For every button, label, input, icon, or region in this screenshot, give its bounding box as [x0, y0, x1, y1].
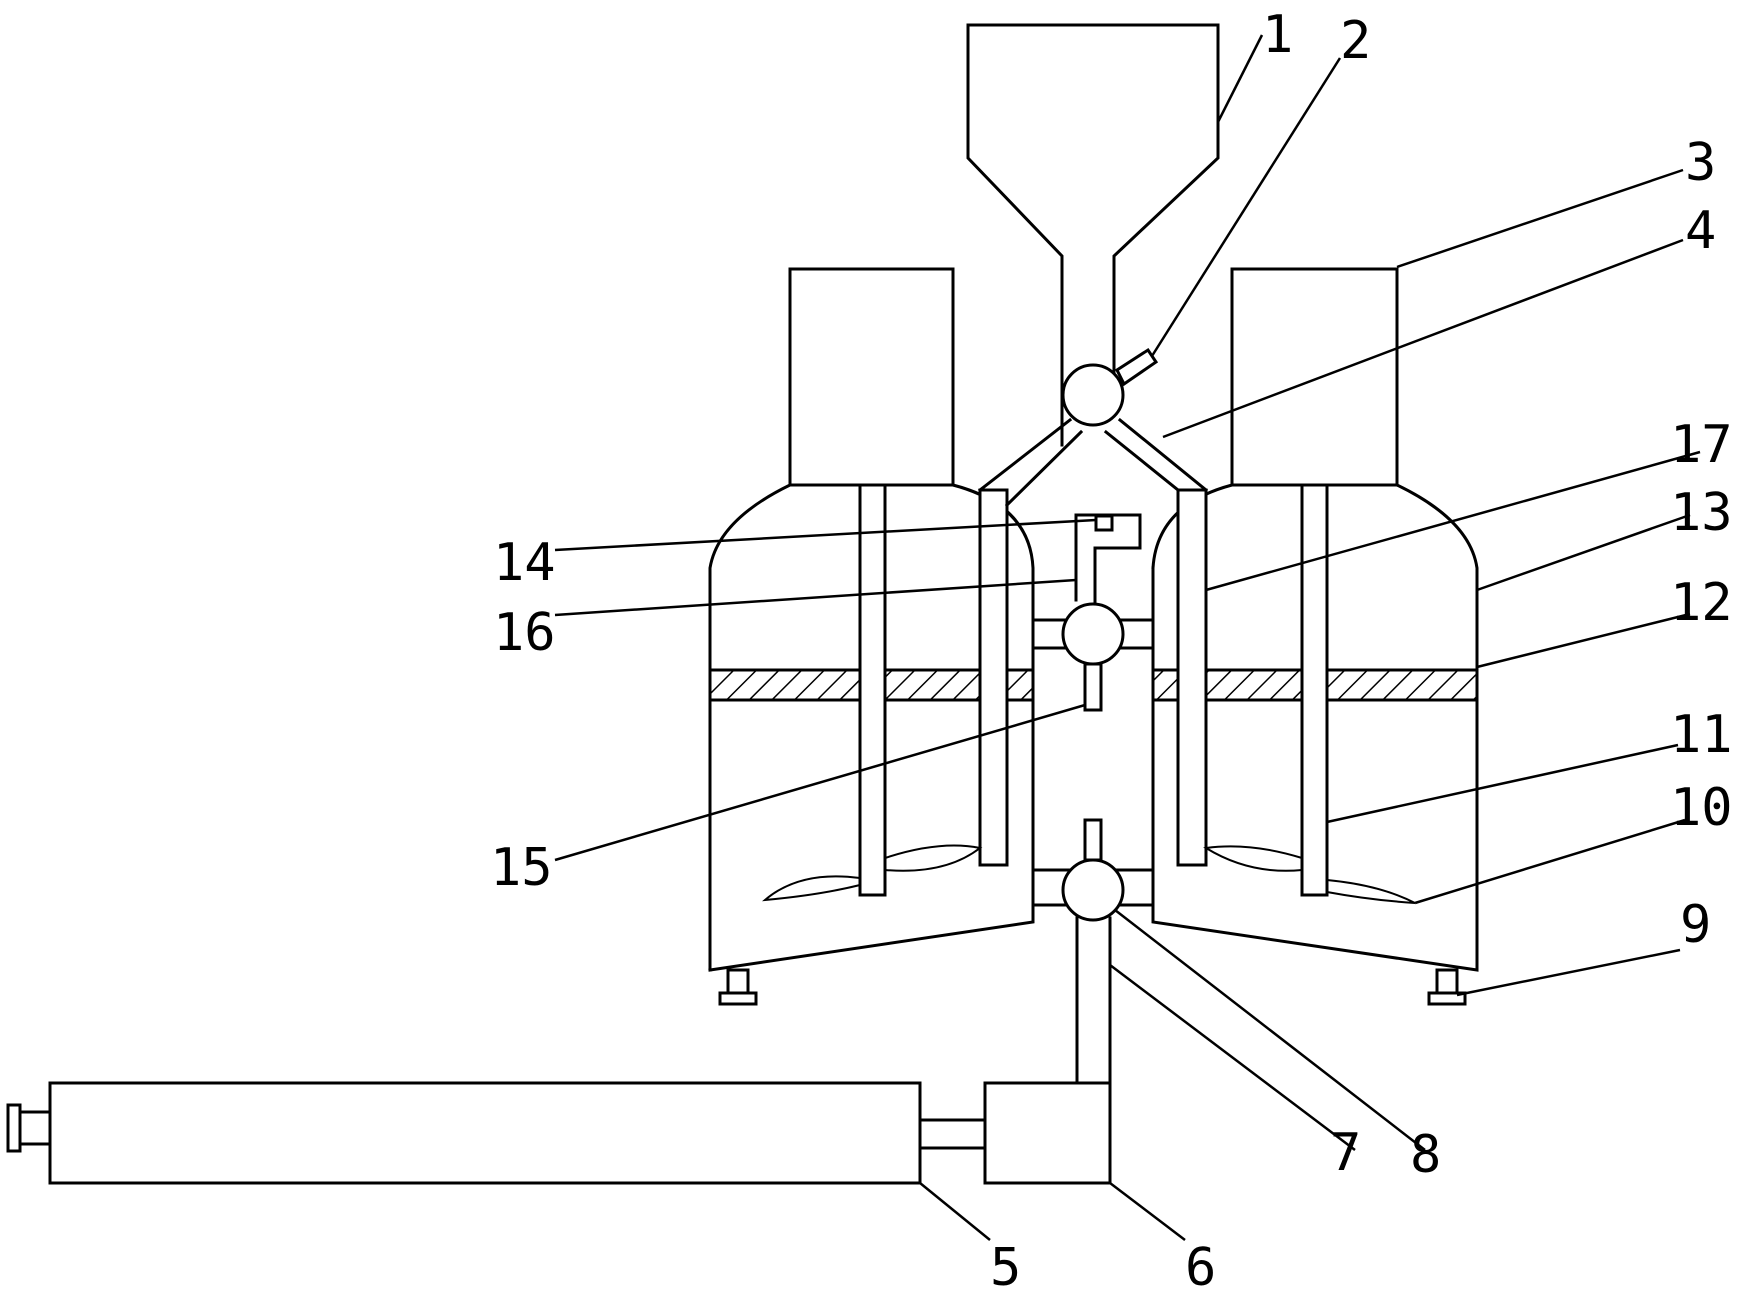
label-10: 10: [1670, 778, 1733, 838]
label-8: 8: [1410, 1125, 1441, 1185]
label-15: 15: [490, 838, 553, 898]
right-stirring-shaft: [1300, 483, 1329, 897]
middle-valve-stem: [1083, 662, 1103, 712]
label-1: 1: [1262, 5, 1293, 65]
left-stirring-blades: [761, 844, 983, 902]
left-motor: [788, 267, 955, 487]
left-tank: [708, 482, 1035, 972]
pump-housing: [983, 1081, 1112, 1185]
label-3: 3: [1685, 133, 1716, 193]
part-labels: 1 2 3 4 17 13 12 11 10 9 14 16 15 7 8 5 …: [490, 5, 1733, 1291]
left-stirring-shaft: [858, 483, 887, 897]
label-5: 5: [990, 1238, 1021, 1291]
right-tank: [1151, 482, 1479, 972]
label-11: 11: [1670, 705, 1733, 765]
bottom-ball-valve: [1061, 858, 1125, 922]
leader-lines: [554, 34, 1701, 1241]
label-9: 9: [1680, 895, 1711, 955]
label-7: 7: [1330, 1123, 1361, 1183]
right-stirring-blades: [1203, 845, 1416, 904]
right-feed-tube: [1176, 488, 1208, 867]
right-motor: [1230, 267, 1399, 487]
middle-ball-valve: [1061, 602, 1125, 666]
branch-pipes: [977, 417, 1209, 508]
left-feed-tube: [978, 488, 1009, 867]
cylinder-end-cap: [18, 1110, 52, 1146]
label-16: 16: [493, 603, 556, 663]
label-13: 13: [1670, 483, 1733, 543]
cylinder: [48, 1081, 922, 1185]
coupling-rod: [918, 1118, 987, 1150]
left-foot: [718, 968, 758, 1006]
right-foot: [1427, 968, 1467, 1006]
hopper-valve-handle: [1115, 347, 1159, 387]
bottom-valve-stem: [1083, 818, 1103, 862]
label-4: 4: [1685, 201, 1716, 261]
label-14: 14: [493, 533, 556, 593]
label-17: 17: [1670, 415, 1733, 475]
label-12: 12: [1670, 573, 1733, 633]
cylinder-end-knob: [6, 1103, 22, 1153]
label-6: 6: [1185, 1238, 1216, 1291]
sensor-bracket: [1074, 513, 1142, 612]
top-ball-valve: [1061, 363, 1125, 427]
hopper: [966, 23, 1220, 447]
label-2: 2: [1340, 11, 1371, 71]
